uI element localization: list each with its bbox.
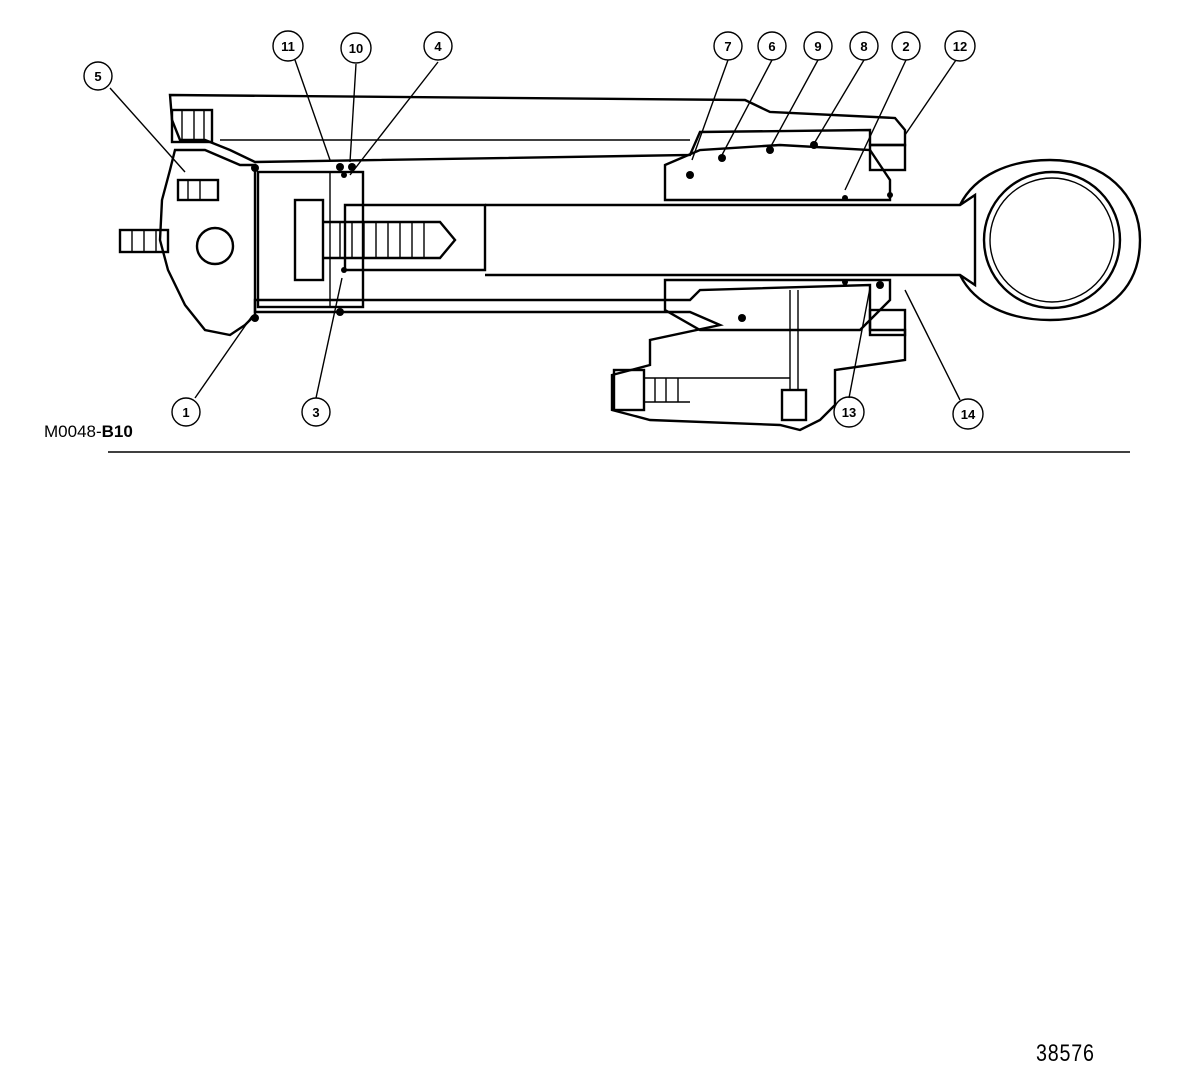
callout-label: 5 xyxy=(94,69,101,84)
rod-eye xyxy=(958,158,1142,322)
callout-11: 11 xyxy=(272,30,304,62)
figure-id: M0048-B10 xyxy=(44,422,133,442)
callout-9: 9 xyxy=(803,31,833,61)
callout-label: 11 xyxy=(281,39,295,54)
gland-bolt-top xyxy=(868,143,907,172)
callout-label: 8 xyxy=(860,39,867,54)
callout-6: 6 xyxy=(757,31,787,61)
figure-id-suffix: B10 xyxy=(101,422,133,441)
end-cap xyxy=(158,148,257,337)
rod-gland xyxy=(663,143,892,202)
callout-10: 10 xyxy=(340,32,372,64)
callout-label: 7 xyxy=(724,39,731,54)
callout-label: 4 xyxy=(434,39,442,54)
barrel-upper-wall xyxy=(168,93,907,164)
piston xyxy=(256,170,365,309)
callout-label: 14 xyxy=(961,407,976,422)
hydraulic-cylinder-cross-section: 1 2 3 4 5 6 7 8 9 10 11 12 xyxy=(83,30,1142,453)
callout-1: 1 xyxy=(171,397,201,427)
callout-5: 5 xyxy=(83,61,113,91)
figure-id-prefix: M0048- xyxy=(44,422,102,441)
gland-bolt-bottom xyxy=(868,308,907,337)
port-fitting xyxy=(612,290,808,422)
callout-label: 1 xyxy=(182,405,189,420)
callout-label: 12 xyxy=(953,39,967,54)
callout-8: 8 xyxy=(849,31,879,61)
callout-label: 3 xyxy=(312,405,319,420)
callout-label: 9 xyxy=(814,39,821,54)
document-number: 38576 xyxy=(1036,1040,1095,1067)
callout-label: 10 xyxy=(349,41,363,56)
rod-gland-lower xyxy=(663,278,892,332)
callout-label: 2 xyxy=(902,39,909,54)
rod-thread xyxy=(323,220,457,260)
callout-3: 3 xyxy=(301,397,331,427)
callout-label: 6 xyxy=(768,39,775,54)
callout-14: 14 xyxy=(952,398,984,430)
rod-threaded-end xyxy=(343,203,487,272)
callout-12: 12 xyxy=(944,30,976,62)
callout-2: 2 xyxy=(891,31,921,61)
callout-13: 13 xyxy=(833,396,865,428)
barrel-lower-wall xyxy=(253,283,907,432)
bleed-screw xyxy=(170,108,220,202)
piston-nut xyxy=(293,198,325,282)
leader-lines xyxy=(109,59,961,401)
seal-marks xyxy=(251,141,893,322)
piston-rod xyxy=(485,192,977,288)
grease-fitting xyxy=(118,226,235,266)
callout-7: 7 xyxy=(713,31,743,61)
callout-4: 4 xyxy=(423,31,453,61)
callout-label: 13 xyxy=(842,405,856,420)
